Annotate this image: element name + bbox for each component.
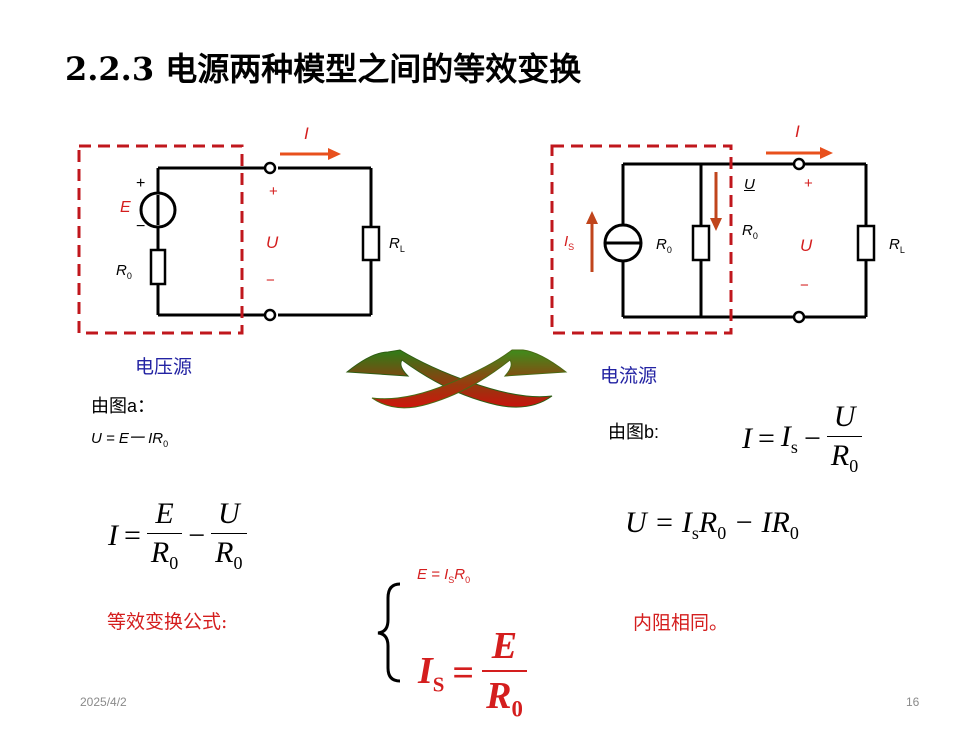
load-label-b: RL (889, 236, 905, 255)
current-source-caption: 电流源 (600, 365, 658, 387)
u-label-b: U (744, 176, 755, 193)
internal-resistance-note: 内阻相同。 (633, 612, 729, 634)
brace (377, 582, 401, 683)
circuit-a (77, 144, 381, 335)
load-resistor-b (856, 224, 876, 262)
is-label-b: IS (564, 233, 575, 252)
resistor-r0-b (691, 224, 711, 262)
source-minus-a: − (136, 218, 146, 235)
equiv-e-formula: E = ISR0 (417, 566, 471, 585)
r0-label-b: R0 (656, 236, 672, 255)
source-plus-a: + (136, 175, 146, 192)
load-resistor-a (361, 225, 381, 262)
voltage-plus-a: + (269, 183, 278, 200)
current-label-a: I (304, 124, 309, 143)
footer-page-number: 16 (906, 695, 920, 709)
dashed-box-b (550, 144, 733, 335)
resistor-r0-a (149, 248, 167, 286)
voltage-minus-b: − (800, 277, 809, 294)
equation-a: U = E一 IR0 (91, 430, 169, 449)
voltage-label-a: U (266, 233, 279, 252)
voltage-plus-b: + (804, 175, 813, 192)
load-label-a: RL (389, 235, 405, 254)
voltage-source-caption: 电压源 (135, 356, 193, 378)
equiv-formula-label: 等效变换公式: (107, 611, 228, 633)
exchange-arrows (345, 349, 568, 409)
r0-label-a: R0 (116, 262, 132, 281)
voltage-label-b: U (800, 236, 813, 255)
circuit-b (550, 144, 876, 335)
formula-voltage-b: U = IsR0 − IR0 (625, 506, 799, 543)
from-fig-b: 由图b: (608, 422, 660, 443)
source-label-a: E (120, 199, 131, 216)
from-fig-a: 由图a： (91, 396, 156, 417)
r0-right-label-b: R0 (742, 222, 758, 241)
voltage-minus-a: − (266, 272, 275, 289)
current-label-b: I (795, 122, 800, 141)
footer-date: 2025/4/2 (80, 695, 127, 709)
dashed-box-a (77, 144, 244, 335)
page-title: 2.2.3 电源两种模型之间的等效变换 (65, 50, 582, 88)
